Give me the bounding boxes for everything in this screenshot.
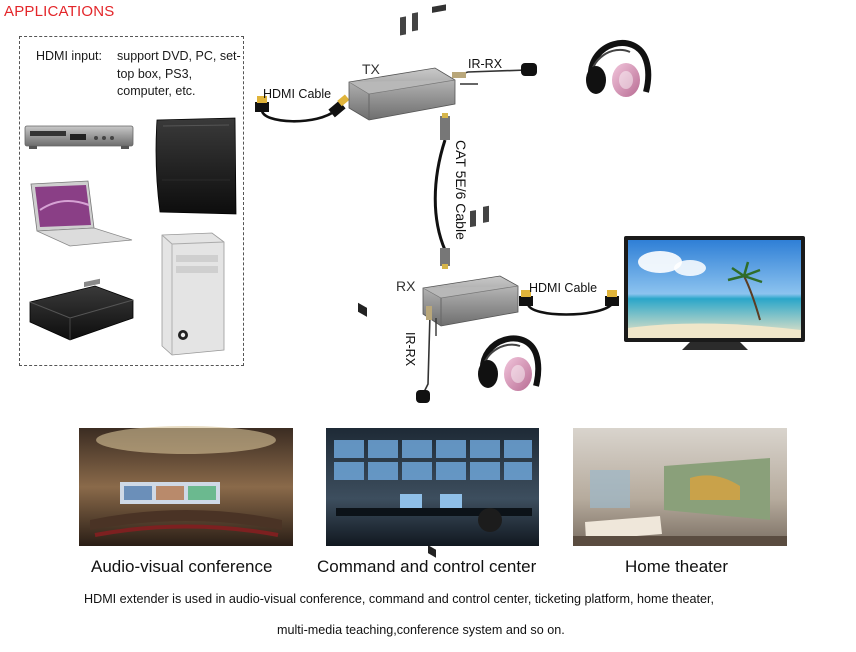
cat-cable-icon <box>433 113 450 269</box>
pc-tower-icon <box>161 232 225 356</box>
hdmi-input-label: HDMI input: <box>36 49 102 63</box>
page-title: APPLICATIONS <box>4 3 115 20</box>
ir-rx-tx-label: IR-RX <box>468 57 503 71</box>
caption-home-theater: Home theater <box>625 557 728 576</box>
footer-description-line2: multi-media teaching,conference system a… <box>277 623 565 637</box>
hdmi-cable-tx-icon <box>255 94 350 123</box>
headphones-rx-icon <box>478 335 542 391</box>
dvd-player-icon <box>24 125 134 149</box>
laptop-icon <box>30 180 133 247</box>
tx-label: TX <box>362 61 380 77</box>
rx-label: RX <box>396 278 416 294</box>
ir-rx-rx-label: IR-RX <box>403 332 417 367</box>
caption-command-control-center: Command and control center <box>317 557 537 576</box>
conference-room-photo <box>79 426 293 546</box>
hdmi-cable-rx-icon <box>519 290 619 316</box>
hdmi-cable-tx-label: HDMI Cable <box>263 87 332 101</box>
headphones-tx-icon <box>586 40 652 97</box>
television-icon <box>624 236 805 350</box>
ir-receiver-tx-icon <box>452 63 537 85</box>
control-center-photo <box>326 428 539 546</box>
set-top-box-icon <box>29 278 134 341</box>
hdmi-cable-rx-label: HDMI Cable <box>529 281 598 295</box>
tx-extender-unit <box>348 4 456 317</box>
ps3-console-icon <box>155 117 237 215</box>
hdmi-source-group <box>19 36 244 366</box>
hdmi-input-description: support DVD, PC, set-top box, PS3, compu… <box>117 49 241 98</box>
home-theater-photo <box>573 428 787 546</box>
cat-cable-label: CAT 5E/6 Cable <box>453 140 469 240</box>
caption-audio-visual-conference: Audio-visual conference <box>91 557 273 576</box>
ir-receiver-rx-icon <box>416 306 437 403</box>
rx-extender-unit <box>422 205 519 558</box>
footer-description-line1: HDMI extender is used in audio-visual co… <box>84 592 715 606</box>
